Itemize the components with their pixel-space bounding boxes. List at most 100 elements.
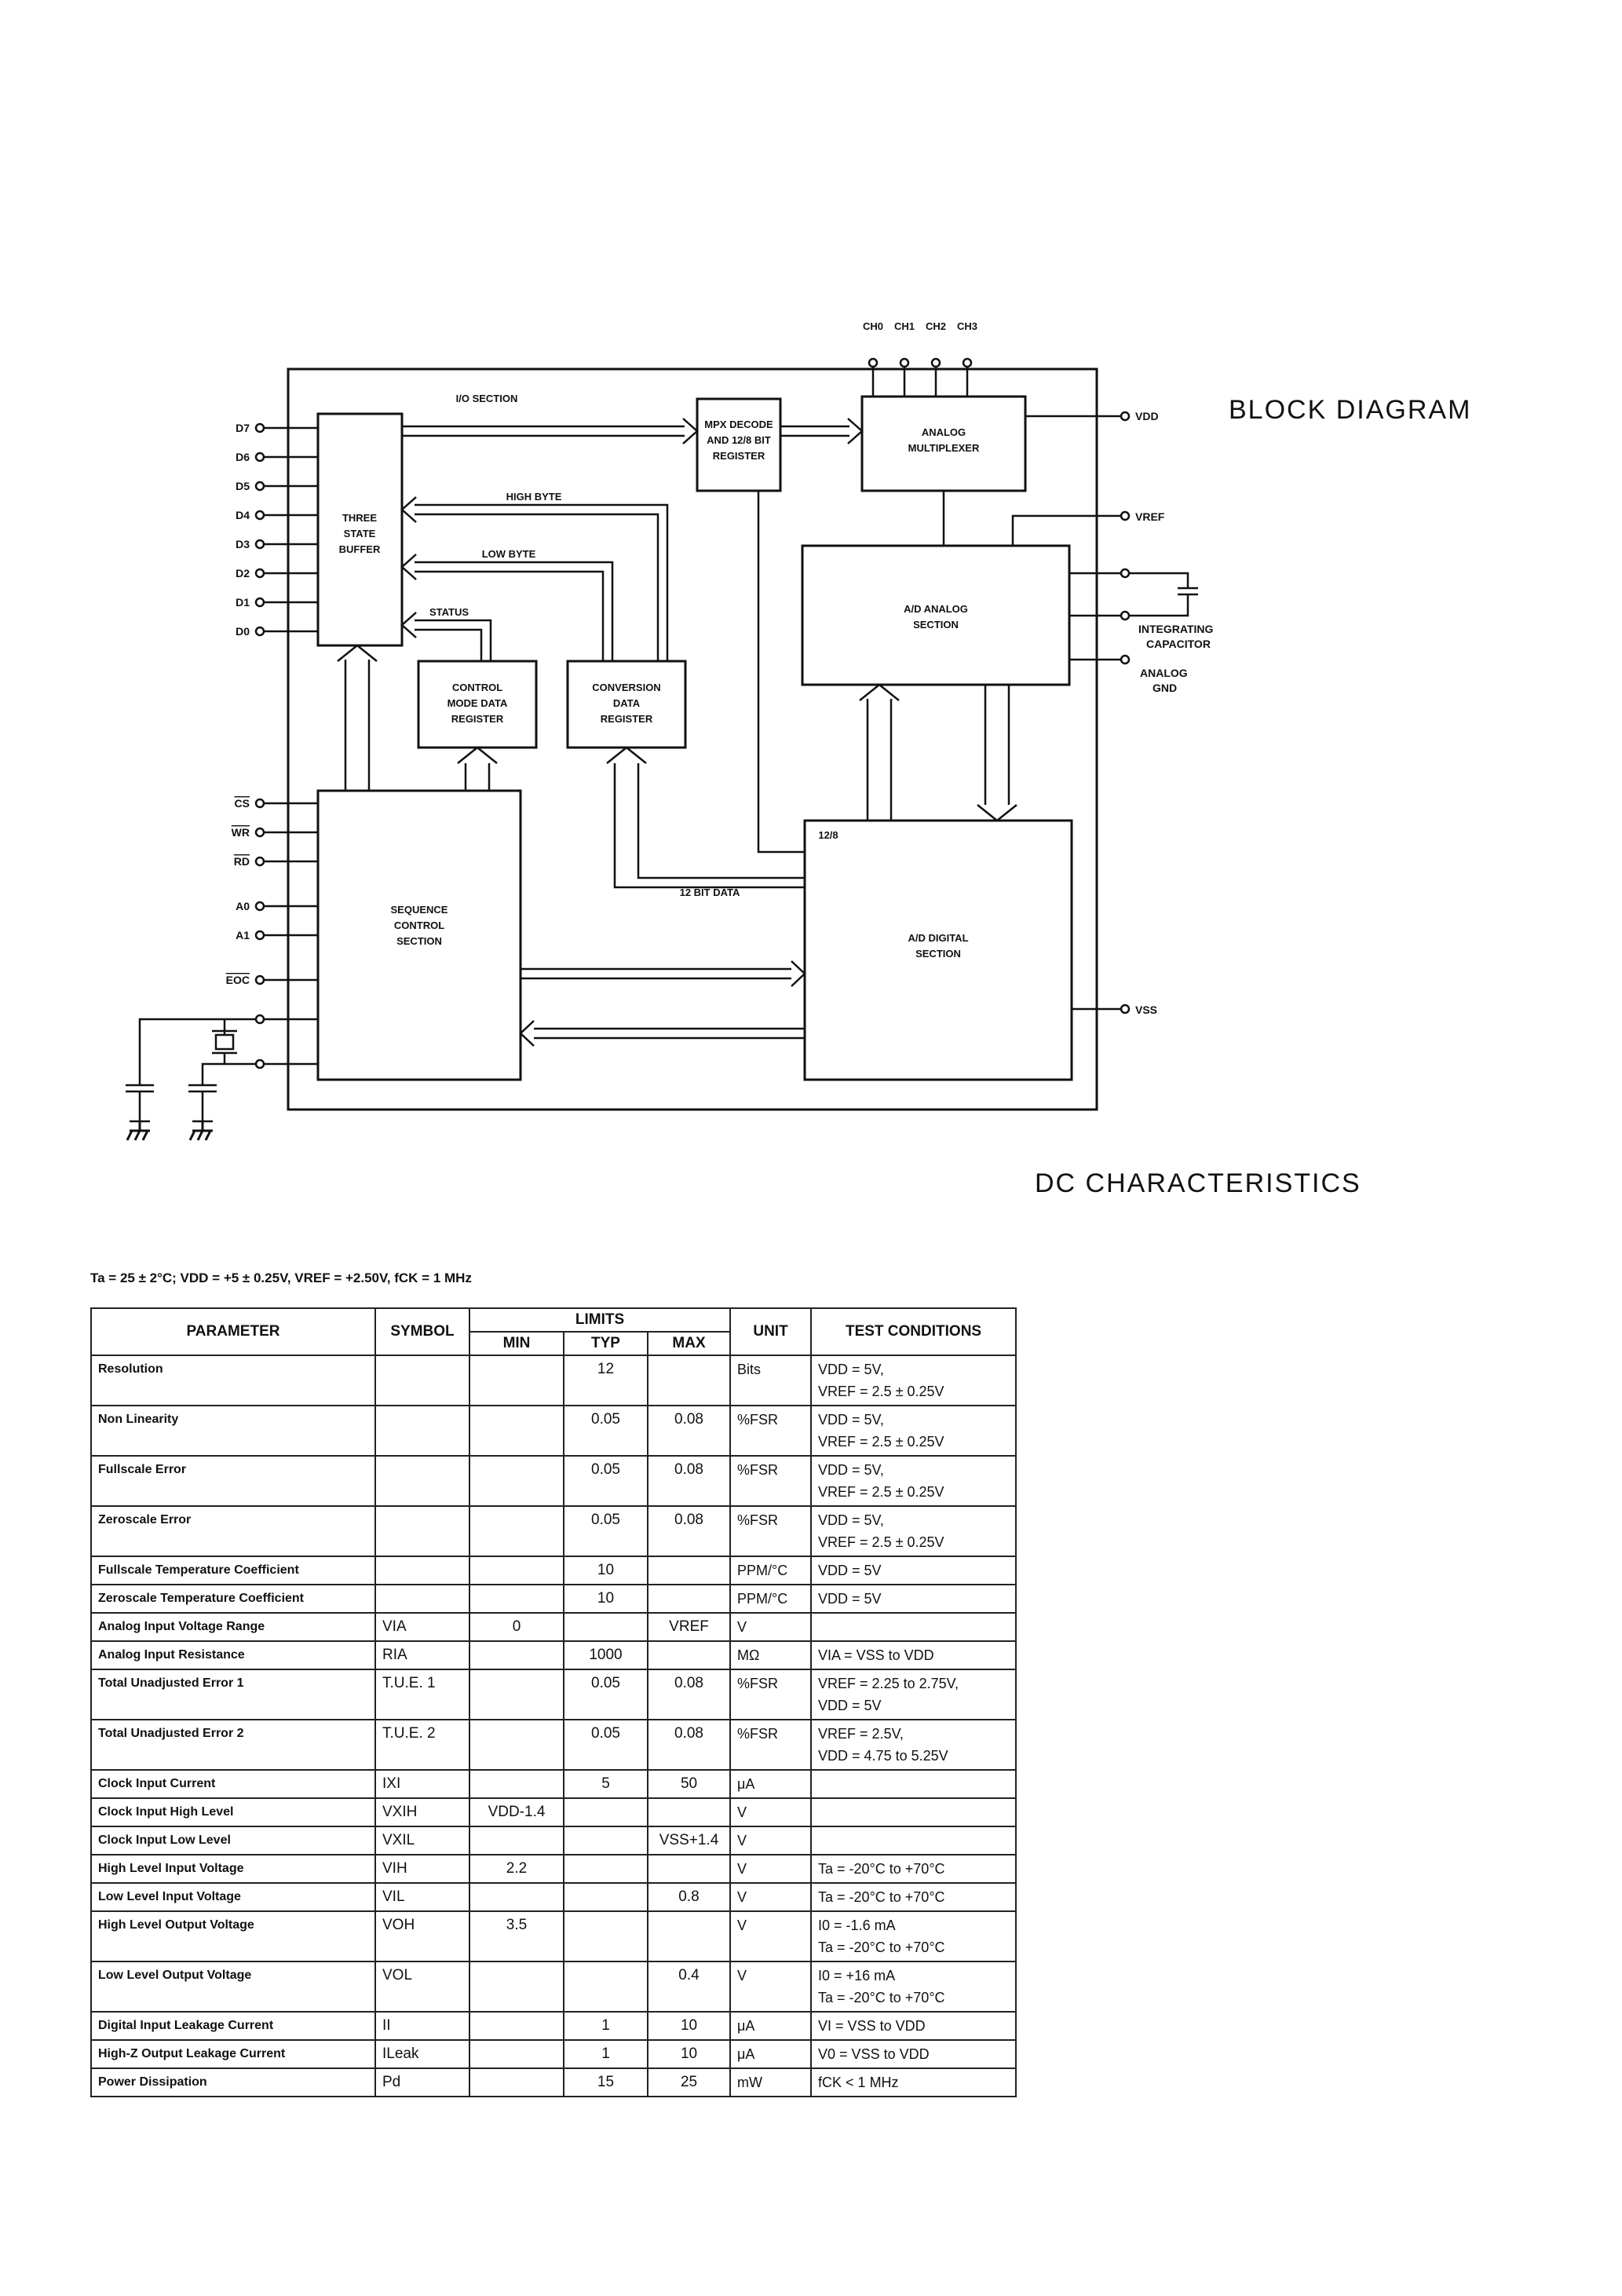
int-cap-line2: CAPACITOR xyxy=(1146,638,1211,650)
pin-ch2: CH2 xyxy=(926,320,946,332)
min-cell xyxy=(469,1505,564,1557)
cd-line1: CONVERSION xyxy=(592,682,660,693)
symbol-cell: T.U.E. 1 xyxy=(374,1669,470,1720)
param-cell: Analog Input Voltage Range xyxy=(90,1612,376,1642)
ad-digital-block xyxy=(803,819,1073,1081)
min-cell xyxy=(469,1961,564,2013)
pin-eoc: EOC xyxy=(226,974,250,986)
min-cell xyxy=(469,1882,564,1912)
typ-cell xyxy=(563,1797,648,1827)
pin-wr: WR xyxy=(232,826,250,839)
high-byte-label: HIGH BYTE xyxy=(506,491,562,503)
twelve-bit-label: 12 BIT DATA xyxy=(680,887,740,898)
unit-cell: μA xyxy=(729,2011,813,2041)
min-cell: 3.5 xyxy=(469,1910,564,1962)
param-cell: Zeroscale Temperature Coefficient xyxy=(90,1584,376,1614)
conditions-cell: V0 = VSS to VDD xyxy=(810,2039,1017,2069)
chip-outline xyxy=(287,367,1098,1111)
unit-cell: V xyxy=(729,1961,813,2013)
test-conditions-line: Ta = 25 ± 2°C; VDD = +5 ± 0.25V, VREF = … xyxy=(90,1270,472,1285)
typ-cell xyxy=(563,1854,648,1884)
symbol-cell: VIH xyxy=(374,1854,470,1884)
min-cell xyxy=(469,1826,564,1855)
tsb-line2: STATE xyxy=(344,528,376,539)
symbol-cell: VOH xyxy=(374,1910,470,1962)
min-cell xyxy=(469,1769,564,1799)
seq-line1: SEQUENCE xyxy=(391,904,448,916)
data-pin-lines xyxy=(263,426,318,633)
seq-line2: CONTROL xyxy=(394,919,444,931)
param-cell: High Level Output Voltage xyxy=(90,1910,376,1962)
param-cell: Clock Input High Level xyxy=(90,1797,376,1827)
min-cell xyxy=(469,2039,564,2069)
symbol-cell: VXIL xyxy=(374,1826,470,1855)
io-section-label: I/O SECTION xyxy=(456,393,518,404)
agnd-line1: ANALOG xyxy=(1140,667,1188,679)
max-cell: 0.08 xyxy=(646,1455,732,1507)
unit-cell: %FSR xyxy=(729,1719,813,1771)
amux-line2: MULTIPLEXER xyxy=(908,442,980,454)
conditions-cell: I0 = +16 mA Ta = -20°C to +70°C xyxy=(810,1961,1017,2013)
max-cell xyxy=(646,1910,732,1962)
conditions-cell xyxy=(810,1612,1017,1642)
unit-cell: mW xyxy=(729,2067,813,2097)
max-cell xyxy=(646,1797,732,1827)
unit-cell: V xyxy=(729,1826,813,1855)
conditions-cell: VDD = 5V, VREF = 2.5 ± 0.25V xyxy=(810,1455,1017,1507)
amux-line1: ANALOG xyxy=(922,426,966,438)
block-diagram: I/O SECTION THREE STATE BUFFER MPX DECOD… xyxy=(126,320,1214,1141)
symbol-cell: ILeak xyxy=(374,2039,470,2069)
max-cell xyxy=(646,1584,732,1614)
max-cell: 50 xyxy=(646,1769,732,1799)
typ-cell: 12 xyxy=(563,1355,648,1406)
typ-cell: 1 xyxy=(563,2039,648,2069)
control-pin-lines xyxy=(263,802,318,982)
agnd-line2: GND xyxy=(1153,682,1177,694)
symbol-cell: VXIH xyxy=(374,1797,470,1827)
symbol-cell: II xyxy=(374,2011,470,2041)
param-cell: High-Z Output Leakage Current xyxy=(90,2039,376,2069)
min-cell: 2.2 xyxy=(469,1854,564,1884)
param-cell: Low Level Input Voltage xyxy=(90,1882,376,1912)
min-cell xyxy=(469,1355,564,1406)
cm-line2: MODE DATA xyxy=(448,697,508,709)
header-unit: UNIT xyxy=(729,1307,813,1356)
typ-cell xyxy=(563,1910,648,1962)
ad-analog-line2: SECTION xyxy=(913,619,959,631)
ad-digital-line1: A/D DIGITAL xyxy=(908,932,968,944)
min-cell xyxy=(469,1455,564,1507)
symbol-cell: VIA xyxy=(374,1612,470,1642)
conditions-cell xyxy=(810,1769,1017,1799)
min-cell xyxy=(469,1556,564,1585)
channel-pin-lines xyxy=(871,367,969,397)
symbol-cell: VIL xyxy=(374,1882,470,1912)
ad-digital-line2: SECTION xyxy=(915,948,961,960)
unit-cell: μA xyxy=(729,2039,813,2069)
conditions-cell: Ta = -20°C to +70°C xyxy=(810,1882,1017,1912)
pin-d2: D2 xyxy=(236,567,250,579)
conditions-cell xyxy=(810,1797,1017,1827)
conditions-cell: VIA = VSS to VDD xyxy=(810,1640,1017,1670)
typ-cell xyxy=(563,1612,648,1642)
param-cell: Clock Input Current xyxy=(90,1769,376,1799)
unit-cell: V xyxy=(729,1612,813,1642)
pin-d1: D1 xyxy=(236,596,250,609)
max-cell: VSS+1.4 xyxy=(646,1826,732,1855)
symbol-cell xyxy=(374,1405,470,1457)
max-cell xyxy=(646,1854,732,1884)
conditions-cell: VDD = 5V xyxy=(810,1584,1017,1614)
tsb-line1: THREE xyxy=(342,512,377,524)
conditions-cell: VI = VSS to VDD xyxy=(810,2011,1017,2041)
param-cell: Clock Input Low Level xyxy=(90,1826,376,1855)
conditions-cell: fCK < 1 MHz xyxy=(810,2067,1017,2097)
typ-cell: 10 xyxy=(563,1556,648,1585)
unit-cell: PPM/°C xyxy=(729,1584,813,1614)
